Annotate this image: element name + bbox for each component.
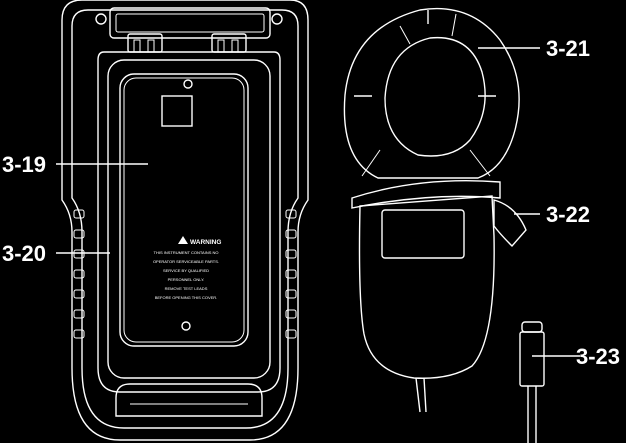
warning-line-6: BEFORE OPENING THIS COVER. [155, 295, 218, 300]
warning-line-5: REMOVE TEST LEADS [165, 286, 208, 291]
warning-label: WARNING THIS INSTRUMENT CONTAINS NO OPER… [153, 236, 221, 300]
callout-3-22: 3-22 [546, 202, 590, 227]
clamp-jaw [343, 7, 520, 179]
warning-title: WARNING [190, 239, 221, 246]
callout-3-23: 3-23 [576, 344, 620, 369]
battery-cover: WARNING THIS INSTRUMENT CONTAINS NO OPER… [119, 73, 249, 347]
callout-3-19: 3-19 [2, 152, 46, 177]
callout-3-20: 3-20 [2, 241, 46, 266]
grip-ribs-right [285, 209, 297, 339]
warning-line-3: SERVICE BY QUALIFIED [163, 268, 209, 273]
meter-body [61, 0, 309, 441]
warning-line-2: OPERATOR SERVICEABLE PARTS. [153, 259, 219, 264]
callout-3-21: 3-21 [546, 36, 590, 61]
clamp-trigger [493, 199, 527, 248]
stand-hinge-left [127, 33, 163, 53]
clamp-probe [343, 7, 527, 413]
warning-line-1: THIS INSTRUMENT CONTAINS NO [154, 250, 219, 255]
stand-hinge-right [211, 33, 247, 53]
warning-line-4: PERSONNEL ONLY. [168, 277, 205, 282]
warning-triangle-icon [178, 236, 188, 244]
output-plug [519, 321, 545, 443]
grip-ribs-left [73, 209, 85, 339]
